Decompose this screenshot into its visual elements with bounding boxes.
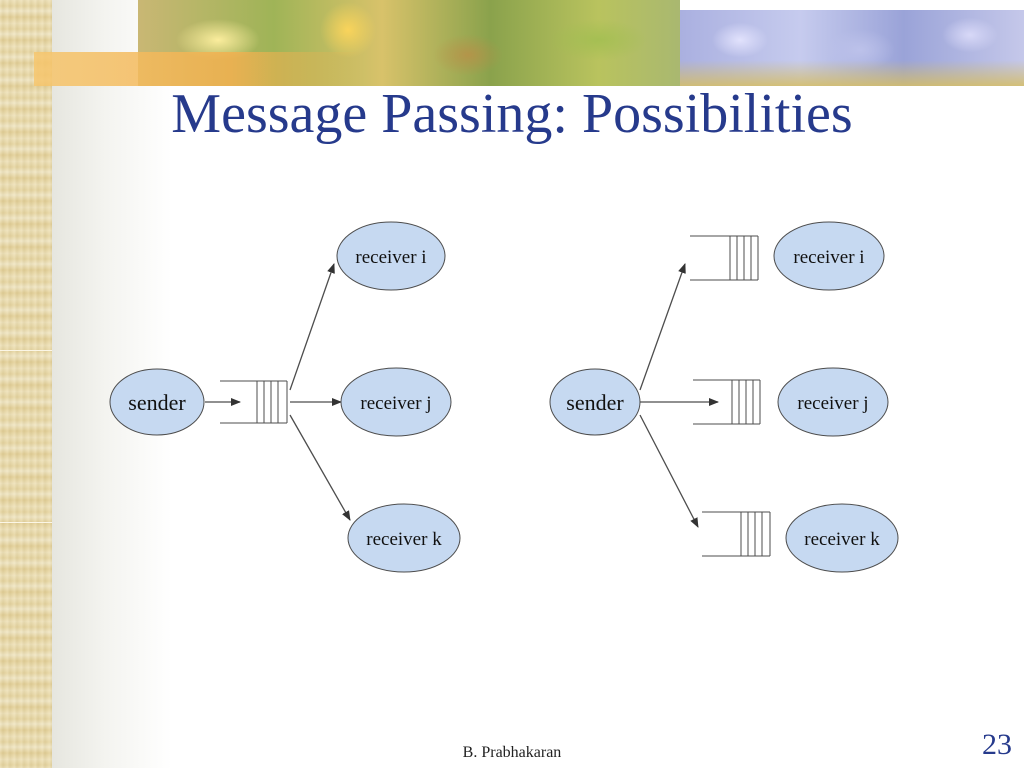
message-queue	[220, 380, 288, 424]
sender-node: sender	[549, 368, 641, 436]
edge-to-receiver-i	[289, 263, 335, 391]
receiver-k-node: receiver k	[347, 503, 461, 573]
slide-page-number: 23	[982, 728, 1012, 761]
receiver-i-node: receiver i	[773, 221, 885, 291]
message-queue-i	[690, 235, 759, 281]
receiver-j-label: receiver j	[360, 393, 431, 414]
sender-label: sender	[128, 390, 186, 415]
decorative-stone-banner	[680, 10, 1024, 86]
edge-to-queue-k	[639, 414, 699, 528]
shared-queue-diagram: sender receiver i receiver j receiver k	[109, 221, 461, 573]
decorative-orange-bar	[34, 52, 364, 86]
receiver-i-label: receiver i	[793, 247, 864, 268]
slide-author: B. Prabhakaran	[462, 744, 562, 761]
band-divider	[0, 522, 52, 523]
per-receiver-queue-diagram: sender receiver i receiver j receiver k	[549, 221, 899, 573]
receiver-j-node: receiver j	[340, 367, 452, 437]
receiver-i-node: receiver i	[336, 221, 446, 291]
receiver-k-label: receiver k	[804, 529, 880, 550]
message-queue-j	[693, 379, 761, 425]
receiver-j-label: receiver j	[797, 393, 868, 414]
receiver-j-node: receiver j	[777, 367, 889, 437]
sender-label: sender	[566, 390, 624, 415]
edge-to-queue-i	[639, 263, 686, 391]
sender-node: sender	[109, 368, 205, 436]
receiver-k-node: receiver k	[785, 503, 899, 573]
receiver-k-label: receiver k	[366, 529, 442, 550]
receiver-i-label: receiver i	[355, 247, 426, 268]
band-divider	[0, 350, 52, 351]
message-queue-k	[702, 511, 771, 557]
decorative-left-band	[0, 0, 52, 768]
slide-title: Message Passing: Possibilities	[171, 83, 853, 145]
edge-to-receiver-k	[289, 414, 351, 521]
